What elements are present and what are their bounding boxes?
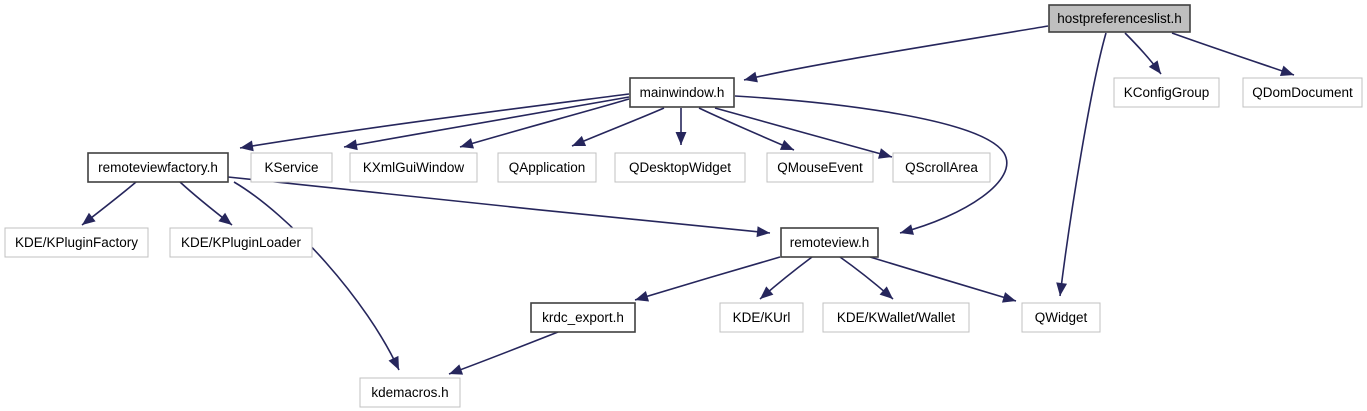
edge-remoteview-to-krdc_export xyxy=(634,256,781,302)
edge-arrowhead xyxy=(1056,282,1068,296)
edge-line xyxy=(714,107,893,158)
edge-hostpreferenceslist-to-kconfiggroup xyxy=(1124,32,1162,75)
node-qdesktopwidget[interactable]: QDesktopWidget xyxy=(614,152,746,183)
node-kxmlguiwindow[interactable]: KXmlGuiWindow xyxy=(349,152,478,183)
node-box[interactable] xyxy=(892,152,991,183)
node-kpluginloader[interactable]: KDE/KPluginLoader xyxy=(169,227,313,258)
edge-line xyxy=(239,93,630,149)
edge-line xyxy=(1171,32,1295,76)
node-mainwindow[interactable]: mainwindow.h xyxy=(629,77,735,108)
node-box[interactable] xyxy=(1242,77,1363,108)
edge-arrowhead xyxy=(388,355,399,370)
node-box[interactable] xyxy=(614,152,746,183)
edge-remoteviewfactory-to-kpluginloader xyxy=(179,181,233,226)
edge-mainwindow-to-qdesktopwidget xyxy=(675,108,687,145)
edge-arrowhead xyxy=(879,286,893,299)
node-box[interactable] xyxy=(629,77,735,108)
edge-line xyxy=(227,176,771,234)
edge-mainwindow-to-remoteviewfactory xyxy=(239,93,630,152)
edge-arrowhead xyxy=(760,286,774,299)
node-kservice[interactable]: KService xyxy=(250,152,333,183)
edge-mainwindow-to-qscrollarea xyxy=(714,107,893,159)
edge-remoteviewfactory-to-remoteview xyxy=(227,176,771,238)
edge-arrowhead xyxy=(635,291,650,302)
edge-mainwindow-to-kxmlguiwindow xyxy=(459,98,630,149)
node-qapplication[interactable]: QApplication xyxy=(497,152,597,183)
edge-line xyxy=(1059,32,1107,297)
edge-line xyxy=(743,25,1049,81)
edge-line xyxy=(343,96,630,148)
node-box[interactable] xyxy=(169,227,313,258)
node-box[interactable] xyxy=(87,152,229,183)
edge-arrowhead xyxy=(460,138,475,149)
node-box[interactable] xyxy=(497,152,597,183)
edge-arrowhead xyxy=(744,71,758,83)
node-krdc_export[interactable]: krdc_export.h xyxy=(530,302,636,333)
edge-mainwindow-to-remoteview xyxy=(734,95,1008,235)
edge-arrowhead xyxy=(1001,292,1016,303)
node-remoteview[interactable]: remoteview.h xyxy=(780,227,879,258)
node-box[interactable] xyxy=(4,227,149,258)
edge-hostpreferenceslist-to-qdomdocument xyxy=(1171,32,1295,76)
edge-arrowhead xyxy=(82,212,96,225)
node-qmouseevent[interactable]: QMouseEvent xyxy=(766,152,874,183)
edge-arrowhead xyxy=(344,139,358,151)
edge-arrowhead xyxy=(1148,60,1161,74)
edge-mainwindow-to-kservice xyxy=(343,96,630,151)
node-qscrollarea[interactable]: QScrollArea xyxy=(892,152,991,183)
edge-arrowhead xyxy=(900,224,914,235)
edge-hostpreferenceslist-to-qwidget xyxy=(1056,32,1107,297)
node-kwallet[interactable]: KDE/KWallet/Wallet xyxy=(822,302,970,333)
node-box[interactable] xyxy=(349,152,478,183)
node-box[interactable] xyxy=(822,302,970,333)
node-box[interactable] xyxy=(1021,302,1101,333)
node-box[interactable] xyxy=(719,302,804,333)
edge-hostpreferenceslist-to-mainwindow xyxy=(743,25,1049,83)
node-qwidget[interactable]: QWidget xyxy=(1021,302,1101,333)
edge-line xyxy=(698,107,795,151)
edge-remoteview-to-qwidget xyxy=(869,256,1017,303)
edge-mainwindow-to-qapplication xyxy=(571,107,665,147)
node-kdemacros[interactable]: kdemacros.h xyxy=(359,377,461,408)
node-box[interactable] xyxy=(766,152,874,183)
node-box[interactable] xyxy=(250,152,333,183)
edge-line xyxy=(448,331,559,375)
edge-arrowhead xyxy=(756,226,770,238)
node-kpluginfactory[interactable]: KDE/KPluginFactory xyxy=(4,227,149,258)
edge-line xyxy=(734,95,1008,234)
edge-remoteviewfactory-to-kpluginfactory xyxy=(81,181,137,226)
edge-krdc_export-to-kdemacros xyxy=(448,331,559,375)
node-kurl[interactable]: KDE/KUrl xyxy=(719,302,804,333)
edge-arrowhead xyxy=(779,139,794,150)
edge-remoteviewfactory-to-kdemacros xyxy=(233,181,400,371)
edge-arrowhead xyxy=(449,364,464,375)
edge-remoteview-to-kwallet xyxy=(839,256,894,300)
node-remoteviewfactory[interactable]: remoteviewfactory.h xyxy=(87,152,229,183)
node-box[interactable] xyxy=(530,302,636,333)
edge-remoteview-to-kurl xyxy=(759,256,813,300)
node-box[interactable] xyxy=(1113,77,1220,108)
node-qdomdocument[interactable]: QDomDocument xyxy=(1242,77,1363,108)
edge-arrowhead xyxy=(572,135,587,146)
edge-arrowhead xyxy=(240,140,254,152)
edge-arrowhead xyxy=(675,132,687,145)
edge-line xyxy=(869,256,1017,302)
edge-arrowhead xyxy=(218,212,232,225)
edge-line xyxy=(634,256,781,301)
node-kconfiggroup[interactable]: KConfigGroup xyxy=(1113,77,1220,108)
node-box[interactable] xyxy=(359,377,461,408)
edge-line xyxy=(233,181,400,371)
edge-arrowhead xyxy=(878,148,892,159)
edge-arrowhead xyxy=(1279,65,1294,76)
edge-layer xyxy=(81,25,1295,375)
node-box[interactable] xyxy=(1048,4,1191,33)
edge-mainwindow-to-qmouseevent xyxy=(698,107,795,151)
edge-line xyxy=(571,107,665,147)
edge-line xyxy=(459,98,630,148)
node-hostpreferenceslist[interactable]: hostpreferenceslist.h xyxy=(1048,4,1191,33)
node-box[interactable] xyxy=(780,227,879,258)
